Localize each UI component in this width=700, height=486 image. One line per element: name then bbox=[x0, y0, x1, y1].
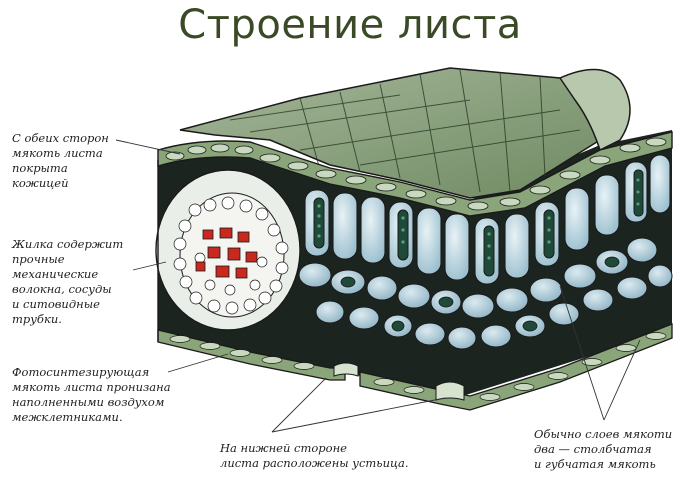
label-spongy-line-1: Фотосинтезирующая bbox=[12, 365, 150, 379]
label-layers-line-3: и губчатая мякоть bbox=[534, 457, 656, 471]
label-vein-line-4: волокна, сосуды bbox=[12, 282, 112, 296]
label-layers: Обычно слоев мякоти два — столбчатая и г… bbox=[534, 427, 672, 472]
label-stomata: На нижней стороне листа расположены усть… bbox=[220, 441, 409, 471]
leader-lines bbox=[115, 139, 641, 433]
label-vein-line-3: механические bbox=[12, 267, 99, 281]
label-epidermis-line-2: мякоть листа bbox=[12, 146, 103, 160]
curled-leaf-corner bbox=[558, 68, 631, 152]
label-spongy-line-4: межклетниками. bbox=[12, 410, 123, 424]
palisade-chloroplast-cells bbox=[313, 169, 644, 277]
label-vein: Жилка содержит прочные механические воло… bbox=[12, 237, 123, 327]
vascular-bundle bbox=[155, 169, 301, 331]
chloroplast-dots bbox=[317, 178, 640, 260]
epidermis-cell-pattern bbox=[229, 69, 581, 193]
label-spongy: Фотосинтезирующая мякоть листа пронизана… bbox=[12, 365, 171, 425]
label-epidermis-line-3: покрыта bbox=[12, 161, 68, 175]
stoma-left bbox=[333, 362, 359, 377]
spongy-mesophyll bbox=[298, 237, 673, 350]
label-vein-line-5: и ситовидные bbox=[12, 297, 100, 311]
label-epidermis-line-4: кожицей bbox=[12, 176, 69, 190]
label-epidermis-line-1: С обеих сторон bbox=[12, 131, 109, 145]
lower-epidermis-cells bbox=[169, 332, 667, 401]
label-vein-line-6: трубки. bbox=[12, 312, 62, 326]
spongy-chloroplast-cells bbox=[340, 256, 620, 332]
label-stomata-line-1: На нижней стороне bbox=[220, 441, 347, 455]
label-spongy-line-3: наполненными воздухом bbox=[12, 395, 165, 409]
label-stomata-line-2: листа расположены устьица. bbox=[220, 456, 409, 470]
label-epidermis: С обеих сторон мякоть листа покрыта кожи… bbox=[12, 131, 109, 191]
label-vein-line-1: Жилка содержит bbox=[12, 237, 124, 251]
label-spongy-line-2: мякоть листа пронизана bbox=[12, 380, 171, 394]
xylem-vessels bbox=[195, 227, 258, 279]
diagram-title: Строение листа bbox=[178, 2, 522, 48]
upper-epidermis-cells bbox=[165, 137, 667, 211]
label-vein-line-2: прочные bbox=[12, 252, 65, 266]
label-layers-line-1: Обычно слоев мякоти bbox=[534, 427, 673, 441]
upper-epidermis-band bbox=[157, 131, 673, 217]
stoma-right bbox=[435, 381, 465, 401]
label-layers-line-2: два — столбчатая bbox=[534, 442, 652, 456]
